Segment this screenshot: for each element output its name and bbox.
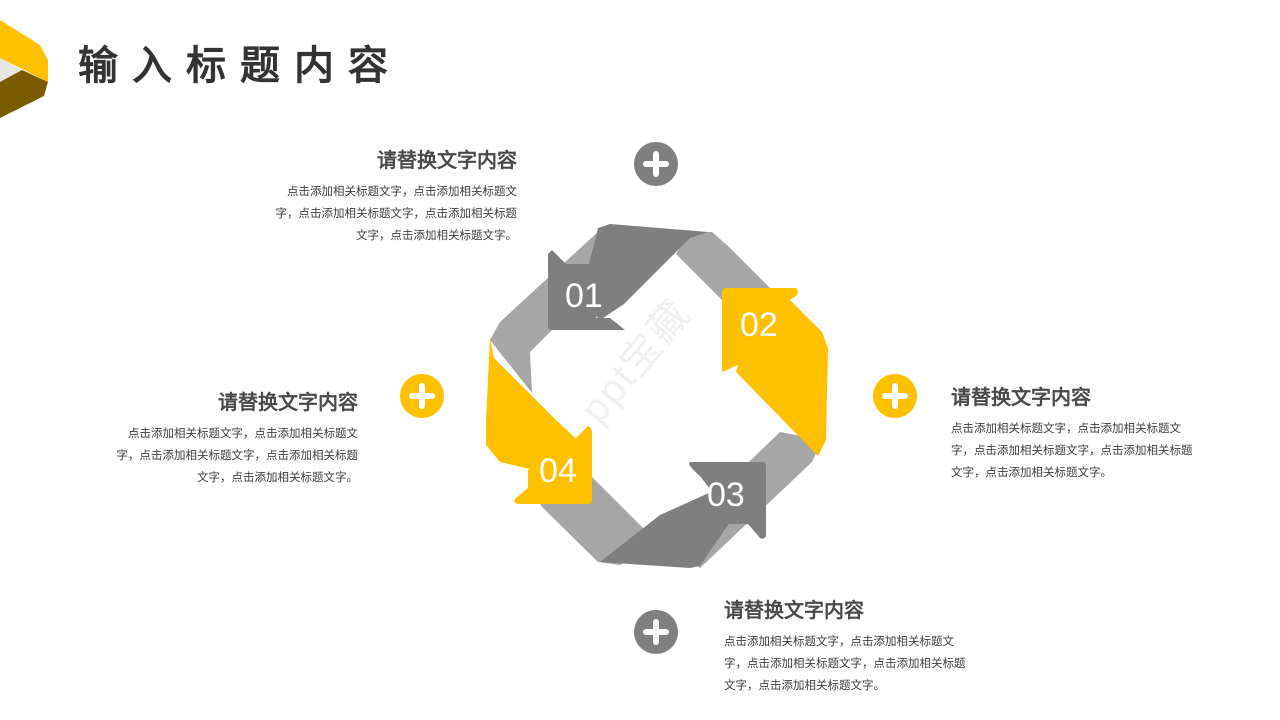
text-block-left: 请替换文字内容 点击添加相关标题文字，点击添加相关标题文字，点击添加相关标题文字… — [116, 388, 359, 488]
plus-icon[interactable] — [634, 610, 678, 654]
step-number-04: 04 — [539, 452, 577, 490]
text-block-right: 请替换文字内容 点击添加相关标题文字，点击添加相关标题文字，点击添加相关标题文字… — [951, 383, 1195, 483]
plus-icon[interactable] — [873, 374, 917, 418]
block-title: 请替换文字内容 — [218, 390, 358, 414]
text-block-bottom: 请替换文字内容 点击添加相关标题文字，点击添加相关标题文字，点击添加相关标题文字… — [724, 596, 968, 696]
arrow-03-head — [689, 462, 766, 539]
block-body: 点击添加相关标题文字，点击添加相关标题文字，点击添加相关标题文字，点击添加相关标… — [116, 426, 359, 484]
arrow-03-band — [600, 488, 740, 568]
step-number-02: 02 — [740, 306, 778, 344]
step-number-03: 03 — [707, 476, 745, 514]
plus-icon[interactable] — [400, 374, 444, 418]
arrow-01-band — [580, 224, 708, 320]
arrow-04-head — [514, 426, 592, 504]
text-block-top-left: 请替换文字内容 点击添加相关标题文字，点击添加相关标题文字，点击添加相关标题文字… — [275, 146, 518, 246]
block-title: 请替换文字内容 — [951, 385, 1091, 409]
arrow-01-head — [548, 250, 625, 330]
page-title: 输入标题内容 — [78, 43, 402, 89]
corner-logo-icon — [0, 20, 48, 118]
arrow-02-head — [722, 288, 798, 372]
block-body: 点击添加相关标题文字，点击添加相关标题文字，点击添加相关标题文字，点击添加相关标… — [275, 184, 518, 242]
plus-icon[interactable] — [634, 142, 678, 186]
block-title: 请替换文字内容 — [377, 148, 517, 172]
step-number-01: 01 — [565, 277, 603, 315]
arrow-04-band — [486, 338, 590, 476]
block-title: 请替换文字内容 — [724, 598, 864, 622]
block-body: 点击添加相关标题文字，点击添加相关标题文字，点击添加相关标题文字，点击添加相关标… — [724, 634, 966, 692]
cycle-diagram — [486, 224, 828, 568]
block-body: 点击添加相关标题文字，点击添加相关标题文字，点击添加相关标题文字，点击添加相关标… — [951, 421, 1193, 479]
